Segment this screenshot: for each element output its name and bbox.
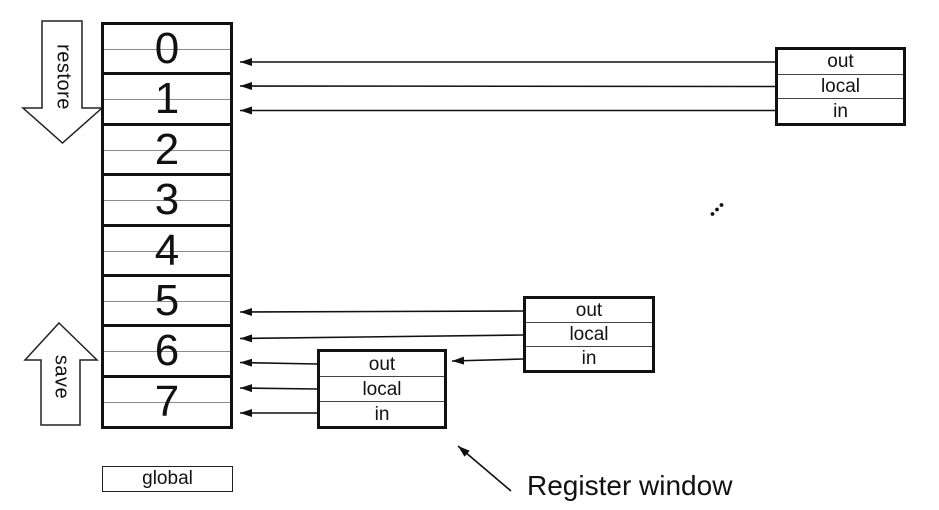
save-block-arrow <box>23 321 99 426</box>
cell-divider <box>104 401 230 403</box>
window-row-local: local <box>778 73 903 99</box>
stack-cell-label: 1 <box>154 74 180 124</box>
arrow-middle-in-to-bottom-window <box>451 356 524 365</box>
window-row-out: out <box>368 353 396 375</box>
stack-cell-label: 4 <box>154 225 180 275</box>
stack-cell-label: 5 <box>154 276 180 325</box>
cell-divider <box>104 200 230 202</box>
stack-cell-label: 0 <box>154 24 180 73</box>
cell-divider <box>104 149 230 151</box>
stack-cell-7: 7 <box>101 374 233 429</box>
window-row-local: local <box>320 376 444 401</box>
global-registers-box: global <box>102 466 233 492</box>
restore-label: restore <box>52 44 75 110</box>
arrow-bottom-out-to-row6 <box>239 358 318 367</box>
cell-divider <box>104 49 230 50</box>
stack-cell-0: 0 <box>101 22 233 76</box>
stack-cell-3: 3 <box>101 173 233 228</box>
stack-cell-label: 3 <box>154 175 180 225</box>
window-row-in: in <box>526 346 652 370</box>
window-row-in: in <box>320 401 444 426</box>
stack-cell-4: 4 <box>101 223 233 278</box>
register-window-pointer-arrow <box>457 445 512 492</box>
window-row-in: in <box>778 98 903 123</box>
global-label: global <box>142 468 193 489</box>
stack-cell-1: 1 <box>101 72 233 127</box>
window-row-out: out <box>575 300 603 321</box>
diagonal-ellipsis <box>710 203 724 216</box>
arrow-middle-local-to-row6 <box>239 334 524 343</box>
cell-divider <box>104 99 230 101</box>
restore-block-arrow <box>21 20 104 145</box>
register-window-annotation: Register window <box>527 470 733 501</box>
register-window-top: out local in <box>775 47 906 126</box>
cell-divider <box>104 250 230 252</box>
window-row-local: local <box>526 322 652 346</box>
window-row-out: out <box>827 51 854 73</box>
stack-cell-6: 6 <box>101 324 233 379</box>
stack-cell-2: 2 <box>101 122 233 177</box>
arrow-bottom-local-to-row7 <box>239 384 318 393</box>
stack-cell-label: 6 <box>154 326 180 376</box>
stack-cell-5: 5 <box>101 274 233 328</box>
save-label: save <box>50 354 73 400</box>
cell-divider <box>104 301 230 302</box>
stack-cell-label: 2 <box>154 124 180 174</box>
cell-divider <box>104 351 230 353</box>
register-window-bottom: out local in <box>317 349 447 429</box>
register-window-middle: out local in <box>523 296 655 373</box>
arrow-middle-out-to-row5 <box>239 307 524 316</box>
stack-cell-label: 7 <box>154 376 180 426</box>
arrow-top-local-to-row1 <box>239 82 776 91</box>
